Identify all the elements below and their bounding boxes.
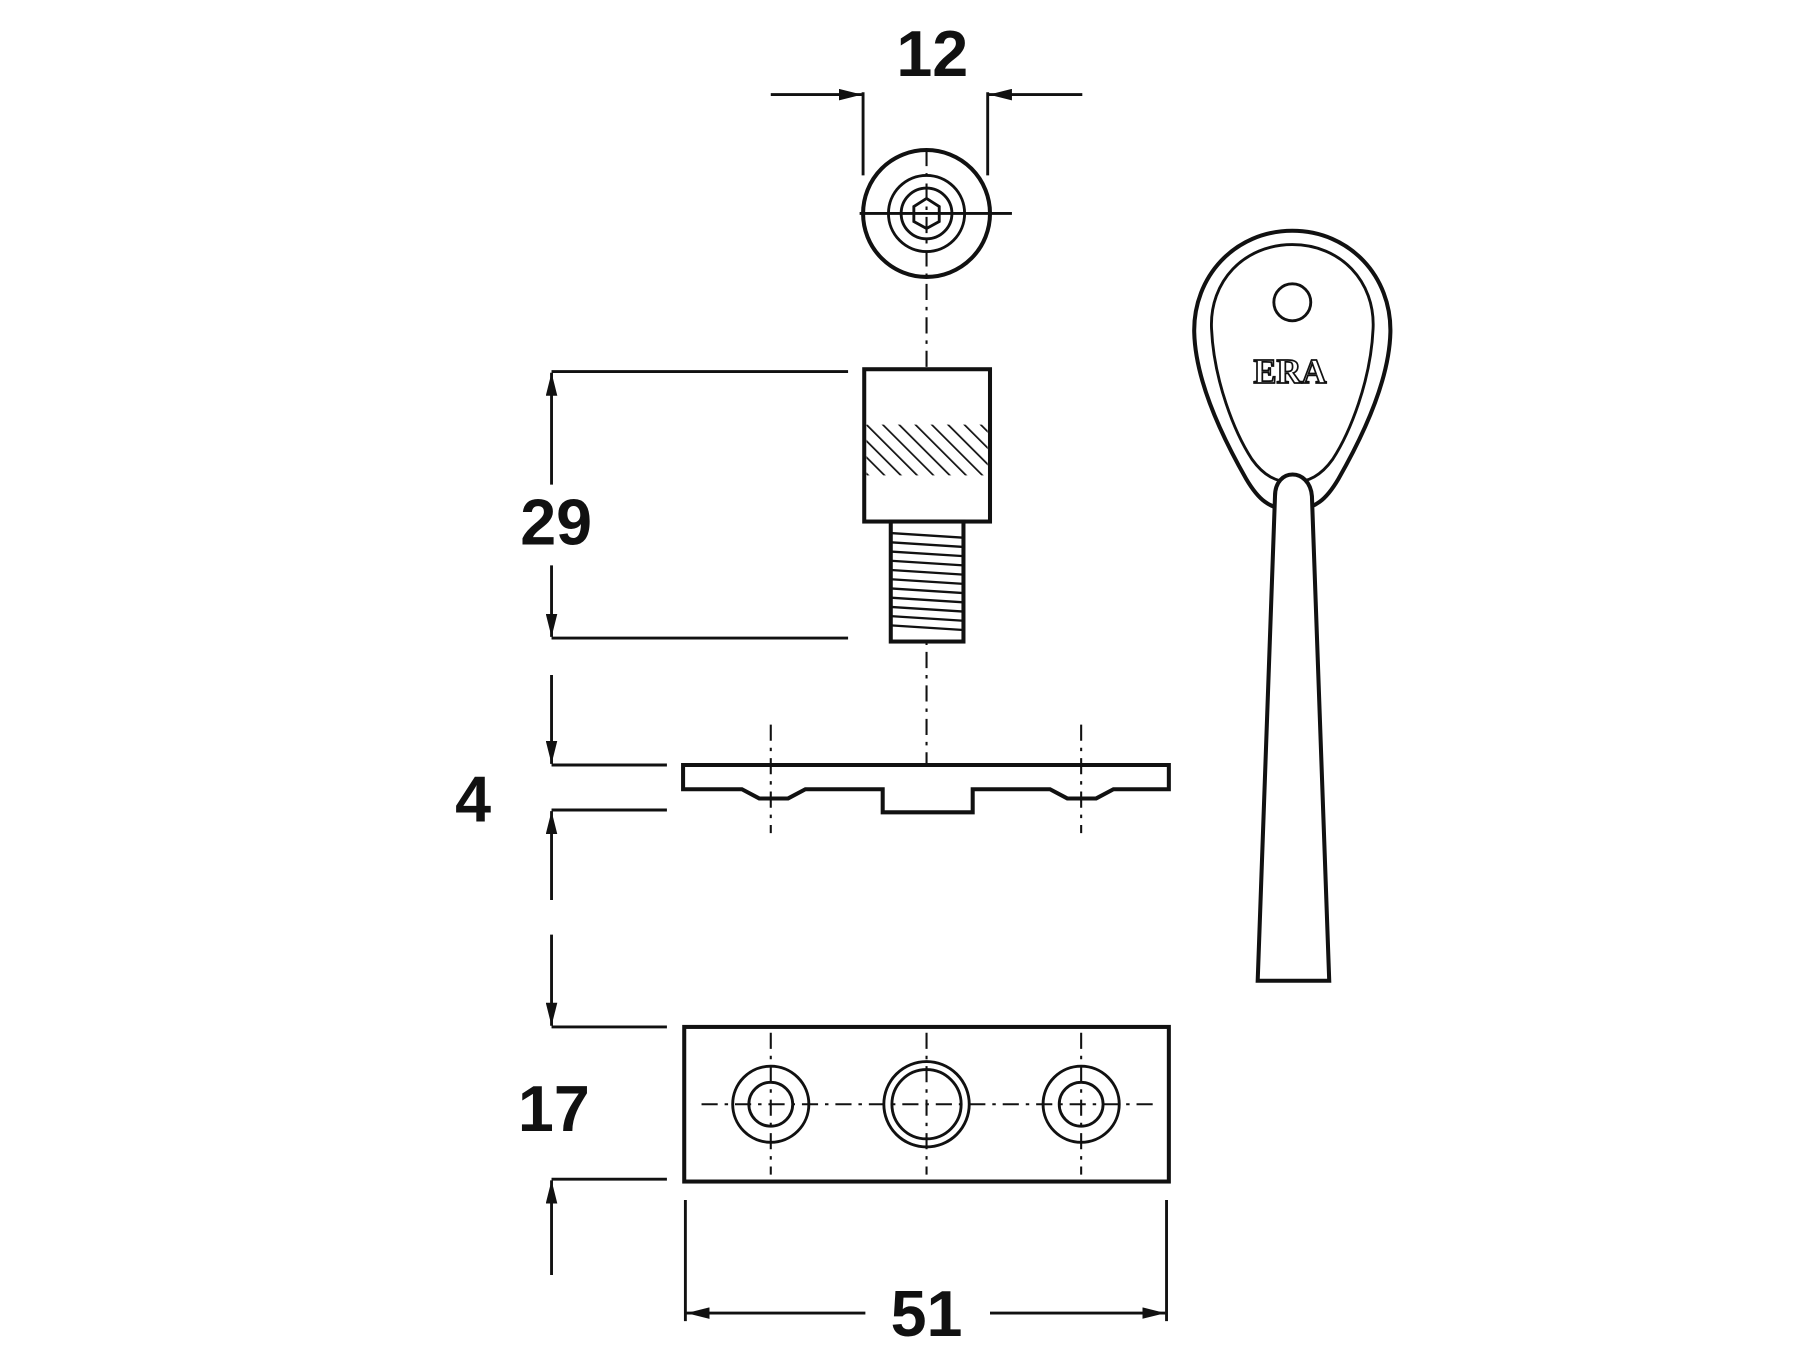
dimension-plate-width: 17 [518,1073,667,1275]
plate-top-view [551,1024,1171,1184]
dimension-label-diameter: 12 [896,18,968,90]
dimension-diameter: 12 [770,18,1083,176]
key-logo: ERA [1253,353,1326,391]
dimension-plate-thickness: 4 [455,674,667,1026]
key: ERA [1192,228,1393,983]
bolt-side-view [862,367,993,644]
dimension-label-bolt-length: 29 [520,487,592,559]
dimension-plate-length: 51 [683,1200,1168,1350]
dimension-label-plate-thickness: 4 [455,764,491,836]
bolt-top-view [859,147,1012,808]
dimension-label-plate-width: 17 [518,1073,590,1145]
plate-side-view [681,724,1171,834]
dimension-bolt-length: 29 [520,370,849,640]
dimension-label-plate-length: 51 [891,1278,963,1350]
